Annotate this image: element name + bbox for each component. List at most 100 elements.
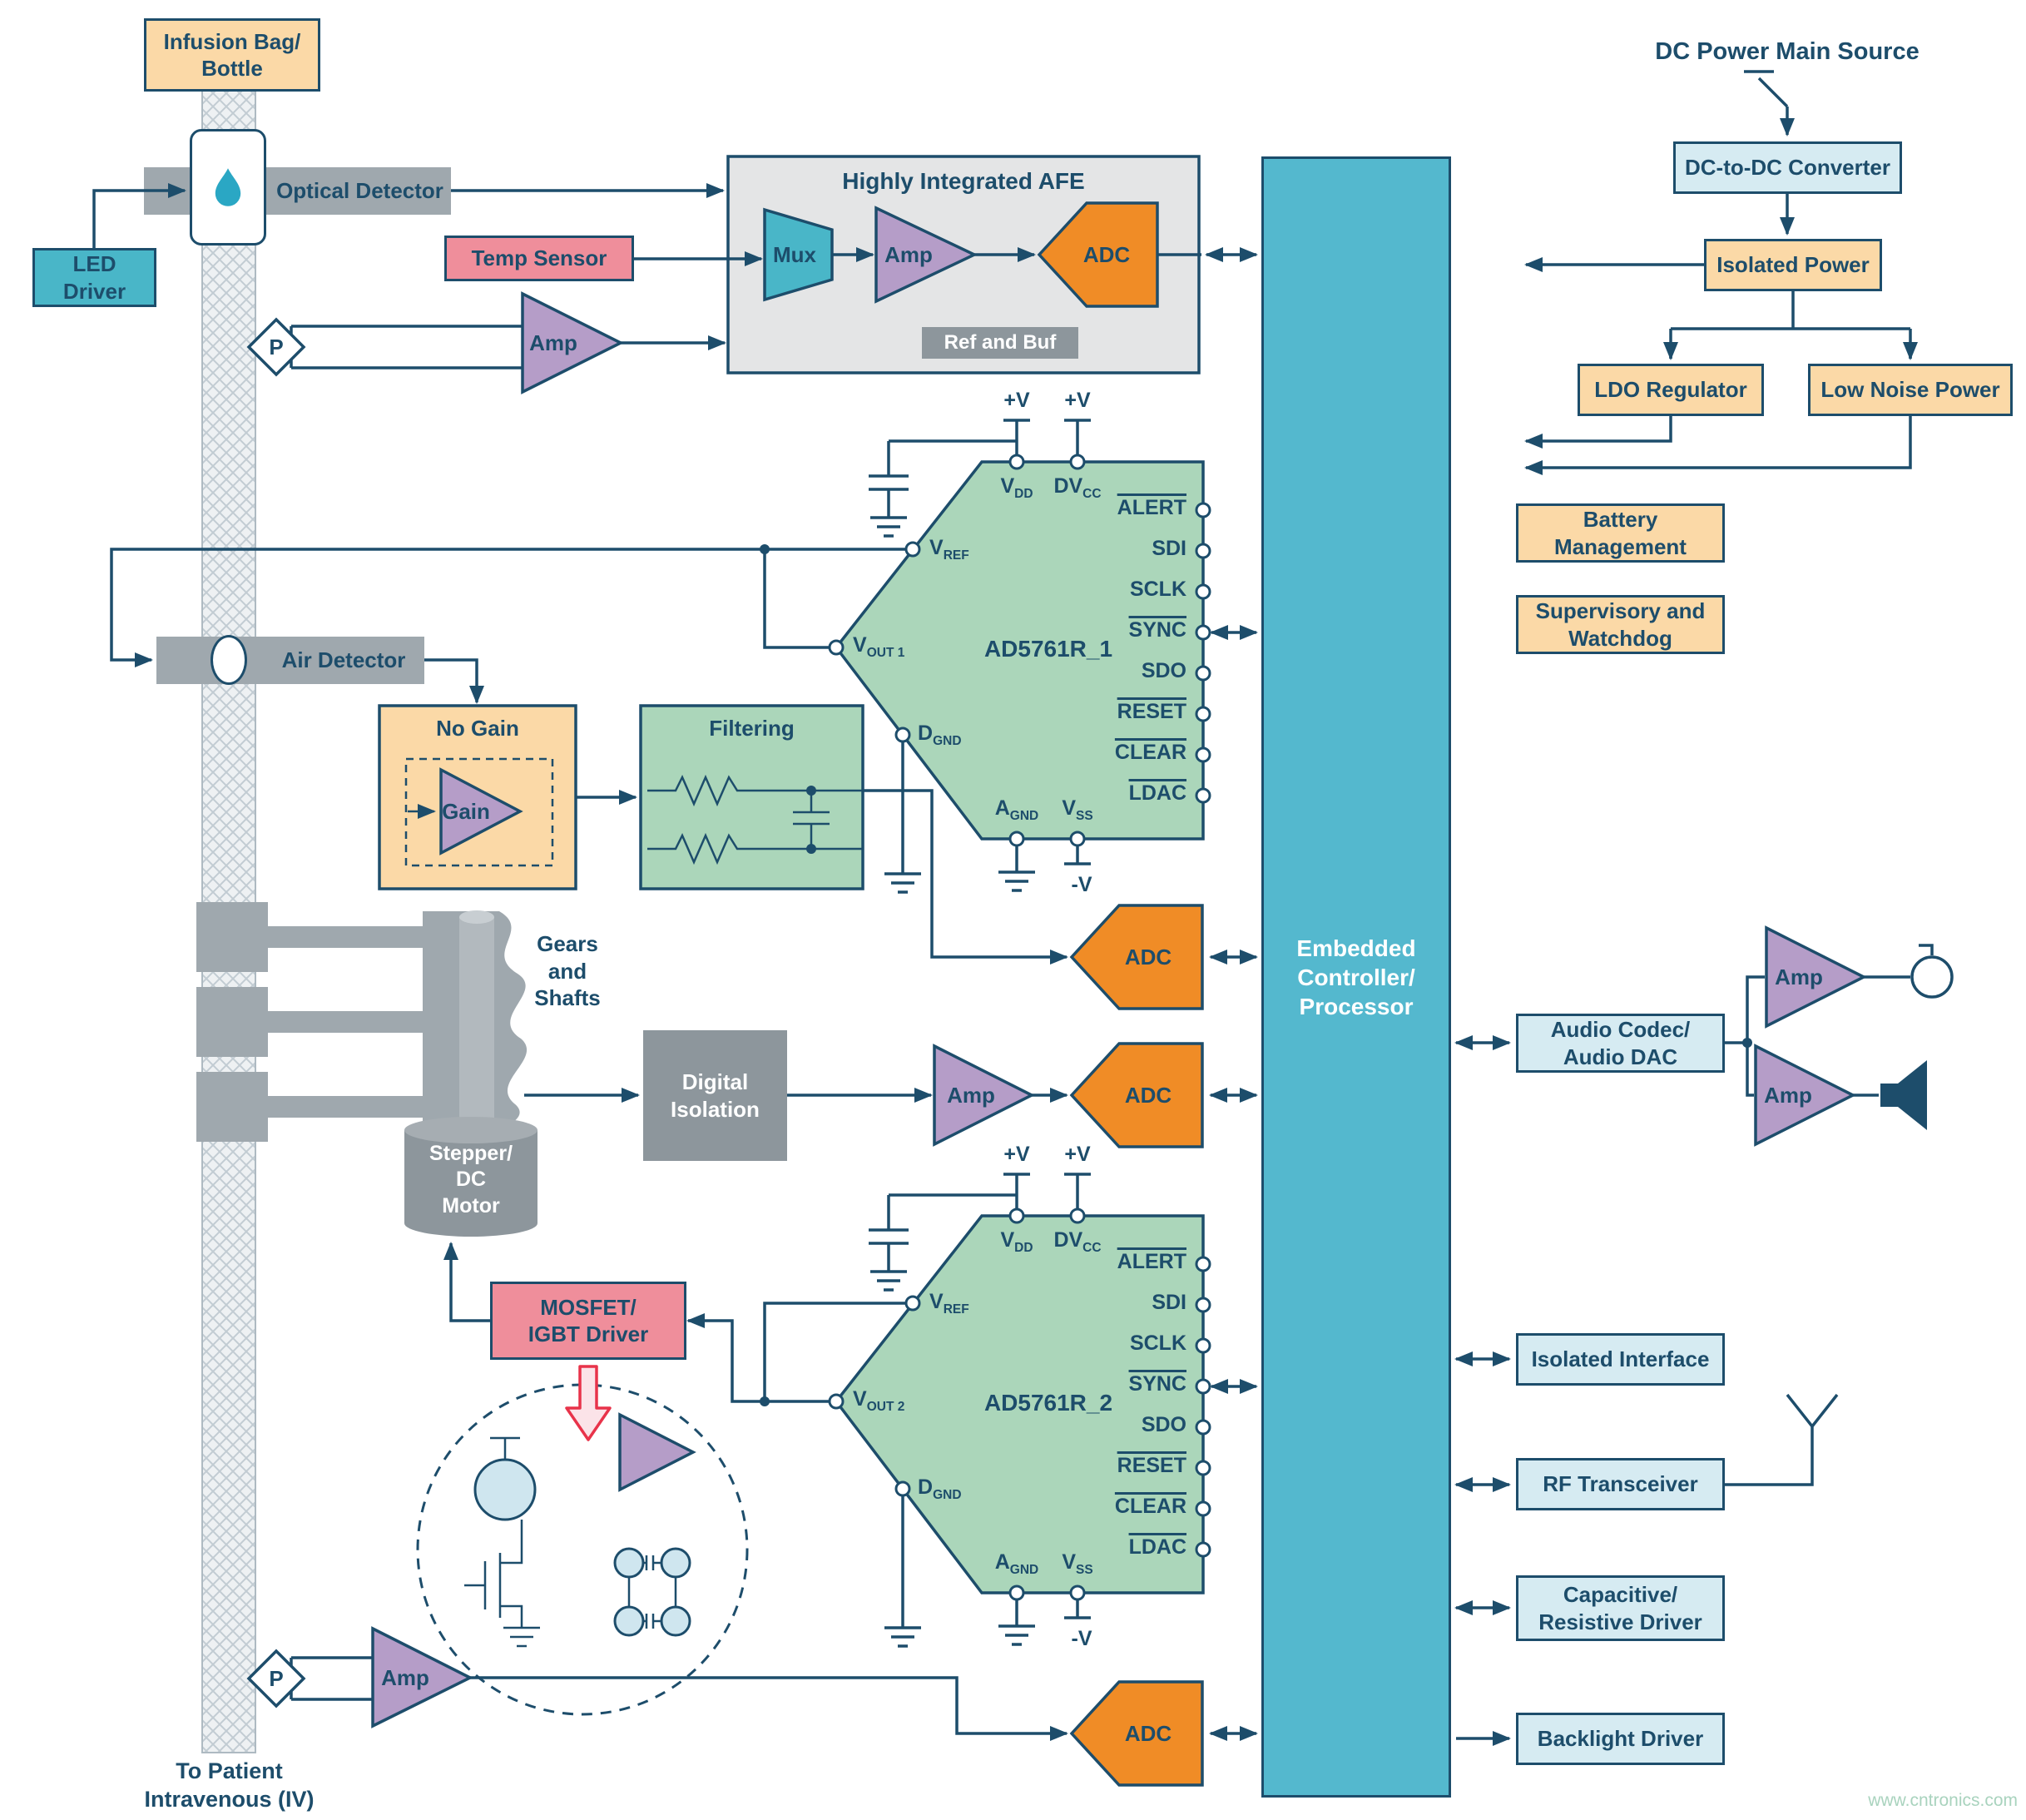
watermark: www.cntronics.com <box>1868 1791 2018 1810</box>
dac2-pin-plusv-2: +V <box>1064 1143 1091 1166</box>
backlight-driver-box: Backlight Driver <box>1516 1713 1725 1765</box>
ground-dgnd1 <box>884 872 921 894</box>
red-detail-arrow <box>565 1365 612 1441</box>
dac2-pin-minusv: -V <box>1071 1627 1092 1650</box>
filter-resistor-bottom <box>647 832 863 865</box>
dac1-pin-dvcc: DVCC <box>1053 474 1102 501</box>
air-detector-label: Air Detector <box>281 647 406 672</box>
dac1-pin-ldac: LDAC <box>1128 781 1186 805</box>
ground-agnd1 <box>998 870 1035 892</box>
pump-arm-2 <box>268 1011 431 1033</box>
afe-adc-label: ADC <box>1082 241 1131 267</box>
low-noise-power-box: Low Noise Power <box>1808 364 2013 416</box>
dac1-pin-clear: CLEAR <box>1114 741 1186 764</box>
nogain-dashed-loop <box>404 757 554 867</box>
dac1-pin-sdi: SDI <box>1152 537 1186 560</box>
afe-adc-shape <box>1037 201 1159 308</box>
line-vout1-branch <box>763 549 830 649</box>
line-air-to-nogain <box>424 658 484 704</box>
filter-resistor-top <box>647 774 863 807</box>
adc1-label: ADC <box>1124 944 1172 970</box>
air-bubble-window <box>211 635 247 685</box>
adc3-shape <box>1069 1042 1204 1148</box>
dac2-pin-dgnd: DGND <box>918 1475 962 1502</box>
pressure2-diamond <box>246 1649 306 1708</box>
line-audio-to-amp-top <box>1725 975 1765 1044</box>
filtering-title: Filtering <box>709 715 795 741</box>
mux-shape <box>763 207 834 302</box>
line-vref2-branch <box>763 1302 907 1401</box>
dac1-pin-sync: SYNC <box>1128 618 1186 642</box>
dac1-pin-alert: ALERT <box>1117 496 1186 519</box>
dac1-shape <box>834 460 1205 841</box>
dc-source-label: DC Power Main Source <box>1655 37 1919 65</box>
pin-circles <box>828 454 1211 1601</box>
line-vref1-to-airdetector <box>110 548 907 667</box>
dac2-pin-dvcc: DVCC <box>1053 1228 1102 1255</box>
audio-codec-box: Audio Codec/Audio DAC <box>1516 1014 1725 1073</box>
power-switch-icon <box>1744 70 1789 108</box>
dac1-pin-vref: VREF <box>929 536 969 563</box>
motor-body <box>404 1130 537 1223</box>
gain-label: Gain <box>442 798 490 824</box>
filtering-box <box>639 704 864 890</box>
ground-cap1 <box>870 516 907 538</box>
dac2-pin-sclk: SCLK <box>1129 1332 1186 1355</box>
motor-top <box>404 1117 537 1143</box>
dac1-pin-vout1: VOUT 1 <box>853 633 905 660</box>
junction-dots <box>760 544 1752 1406</box>
dac2-pin-plusv-1: +V <box>1003 1143 1030 1166</box>
motor-detail-bubble <box>416 1383 749 1716</box>
dac1-pin-vdd: VDD <box>1000 474 1033 501</box>
ref-and-buf-box: Ref and Buf <box>922 327 1078 359</box>
audio-amp-top-shape <box>1765 925 1867 1029</box>
adc3-label: ADC <box>1124 1082 1172 1108</box>
pump-clamp-1 <box>196 902 268 972</box>
dac2-pin-agnd: AGND <box>994 1550 1039 1577</box>
antenna-icon <box>1725 1393 1839 1486</box>
afe-title: Highly Integrated AFE <box>842 167 1085 194</box>
pressure2-amp-label: Amp <box>381 1664 429 1690</box>
dcdc-converter-box: DC-to-DC Converter <box>1673 141 1902 194</box>
dac1-pin-dgnd: DGND <box>918 722 962 748</box>
pressure1-diamond <box>246 317 306 377</box>
dac2-pin-vss: VSS <box>1062 1550 1093 1577</box>
line-amp4-to-adc4 <box>470 1676 1068 1741</box>
afe-amp-shape <box>874 206 978 304</box>
headphone-icon <box>1910 955 1954 999</box>
pump-arm-3 <box>268 1096 431 1118</box>
mux-label: Mux <box>773 241 816 267</box>
optical-detector-label: Optical Detector <box>276 177 443 203</box>
speaker-icon <box>1880 1060 1927 1130</box>
ground-agnd2 <box>998 1624 1035 1646</box>
dac2-pin-sync: SYNC <box>1128 1372 1186 1396</box>
adc4-shape <box>1069 1680 1204 1787</box>
temp-sensor-box: Temp Sensor <box>444 236 634 281</box>
dac2-decorations <box>869 1173 1091 1648</box>
dac1-pin-minusv: -V <box>1071 873 1092 896</box>
arrow-lownoise-left <box>1524 416 1912 475</box>
dac2-pin-reset: RESET <box>1117 1454 1186 1477</box>
detail-dashed-circle <box>416 1383 749 1716</box>
dac1-pin-agnd: AGND <box>994 796 1039 823</box>
dac2-pin-ldac: LDAC <box>1128 1535 1186 1559</box>
air-detector-bar <box>156 637 424 684</box>
pump-clamp-2 <box>196 987 268 1057</box>
iso-split <box>1669 291 1912 359</box>
line-filtering-to-adc1 <box>863 789 1068 965</box>
pressure2-label: P <box>269 1665 284 1691</box>
isolated-power-box: Isolated Power <box>1704 239 1882 291</box>
pump-clamp-3 <box>196 1072 268 1142</box>
pump-arm-1 <box>268 926 431 948</box>
connectors <box>110 70 1934 1746</box>
audio-amp-bottom-shape <box>1754 1044 1856 1147</box>
dac1-pin-sdo: SDO <box>1141 659 1186 682</box>
ground-cap2 <box>870 1270 907 1292</box>
ground-dgnd2 <box>884 1626 921 1648</box>
